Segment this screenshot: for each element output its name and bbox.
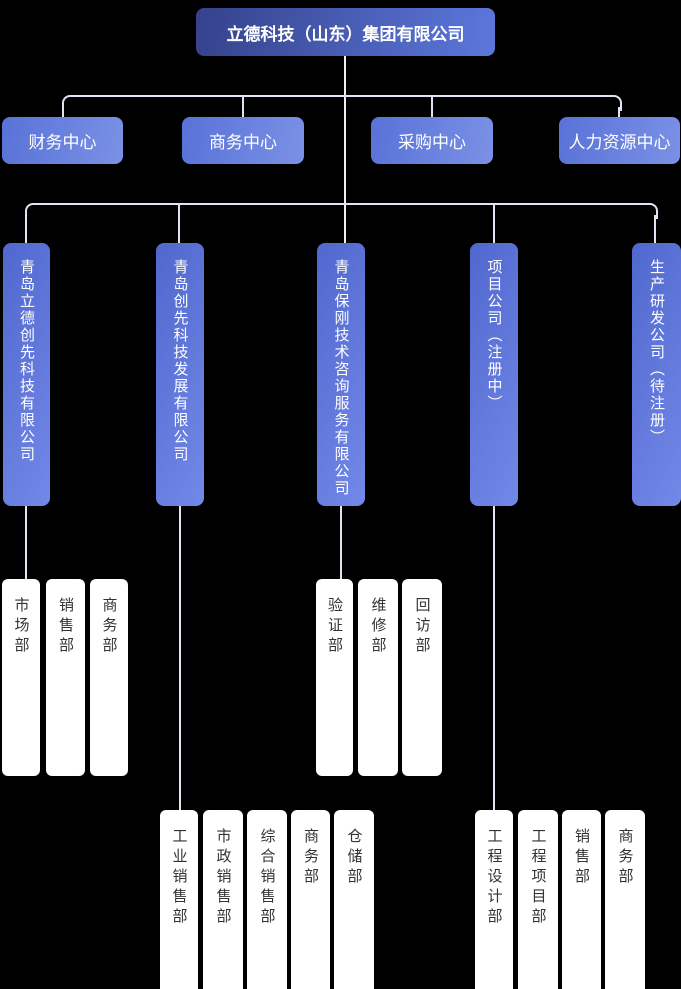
- org-node-dept-warehouse[interactable]: 仓储部: [334, 810, 374, 989]
- org-node-dept-maintenance[interactable]: 维修部: [358, 579, 398, 776]
- dept-label: 维修部: [369, 597, 388, 657]
- dept-label: 市政销售部: [214, 828, 233, 928]
- connector-elbow: [62, 95, 76, 111]
- connector-drop: [62, 107, 64, 117]
- connector-elbow: [25, 203, 39, 219]
- connector-trunk: [344, 56, 346, 243]
- org-node-dept-business-c2[interactable]: 商务部: [291, 810, 330, 989]
- company-4-label: 项目公司（注册中）: [485, 259, 504, 412]
- org-node-procurement-center[interactable]: 采购中心: [371, 117, 493, 164]
- org-node-dept-business-c4[interactable]: 商务部: [605, 810, 645, 989]
- dept-label: 商务部: [302, 828, 320, 888]
- org-node-company-3[interactable]: 青岛保刚技术咨询服务有限公司: [317, 243, 365, 506]
- connector-company2-depts: [179, 490, 181, 810]
- dept-label: 商务部: [100, 597, 119, 657]
- connector-elbow: [644, 203, 658, 219]
- org-node-dept-verification[interactable]: 验证部: [316, 579, 353, 776]
- org-node-dept-sales-c4[interactable]: 销售部: [562, 810, 601, 989]
- dept-label: 工程项目部: [529, 828, 548, 928]
- dept-label: 验证部: [326, 597, 344, 657]
- company-5-label: 生产研发公司（待注册）: [648, 259, 666, 446]
- org-node-company-4[interactable]: 项目公司（注册中）: [470, 243, 518, 506]
- dept-label: 回访部: [413, 597, 432, 657]
- org-node-dept-sales-c1[interactable]: 销售部: [46, 579, 85, 776]
- org-node-dept-engineering-design[interactable]: 工程设计部: [475, 810, 513, 989]
- org-node-dept-industrial-sales[interactable]: 工业销售部: [160, 810, 198, 989]
- company-2-label: 青岛创先科技发展有限公司: [171, 259, 190, 463]
- dept-label: 商务部: [616, 828, 635, 888]
- dept-label: 工程设计部: [485, 828, 504, 928]
- org-node-dept-marketing[interactable]: 市场部: [2, 579, 40, 776]
- org-node-dept-municipal-sales[interactable]: 市政销售部: [203, 810, 243, 989]
- connector-drop: [25, 215, 27, 243]
- connector-drop: [431, 97, 433, 117]
- connector-h2: [36, 203, 645, 205]
- dept-label: 仓储部: [345, 828, 364, 888]
- org-node-company-2[interactable]: 青岛创先科技发展有限公司: [156, 243, 204, 506]
- company-1-label: 青岛立德创先科技有限公司: [18, 259, 36, 463]
- org-node-dept-followup[interactable]: 回访部: [402, 579, 442, 776]
- connector-drop: [654, 215, 656, 243]
- dept-label: 市场部: [12, 597, 31, 657]
- connector-elbow: [608, 95, 622, 111]
- org-node-business-center[interactable]: 商务中心: [182, 117, 304, 164]
- org-node-company-1[interactable]: 青岛立德创先科技有限公司: [3, 243, 50, 506]
- org-node-dept-general-sales[interactable]: 综合销售部: [247, 810, 287, 989]
- org-node-company-5[interactable]: 生产研发公司（待注册）: [632, 243, 681, 506]
- dept-label: 综合销售部: [258, 828, 277, 928]
- company-3-label: 青岛保刚技术咨询服务有限公司: [332, 259, 351, 497]
- dept-label: 销售部: [57, 597, 75, 657]
- connector-company1-depts: [25, 490, 27, 579]
- org-node-dept-business-c1[interactable]: 商务部: [90, 579, 128, 776]
- org-node-finance-center[interactable]: 财务中心: [2, 117, 123, 164]
- dept-label: 工业销售部: [170, 828, 189, 928]
- org-node-root[interactable]: 立德科技（山东）集团有限公司: [196, 8, 495, 56]
- connector-company4-depts: [493, 490, 495, 810]
- dept-label: 销售部: [573, 828, 591, 888]
- connector-h1: [73, 95, 610, 97]
- connector-drop: [242, 97, 244, 117]
- connector-company3-depts: [340, 490, 342, 579]
- org-node-dept-engineering-project[interactable]: 工程项目部: [518, 810, 558, 989]
- org-node-hr-center[interactable]: 人力资源中心: [559, 117, 680, 164]
- connector-drop: [618, 107, 620, 117]
- connector-drop: [493, 205, 495, 243]
- connector-drop: [178, 205, 180, 243]
